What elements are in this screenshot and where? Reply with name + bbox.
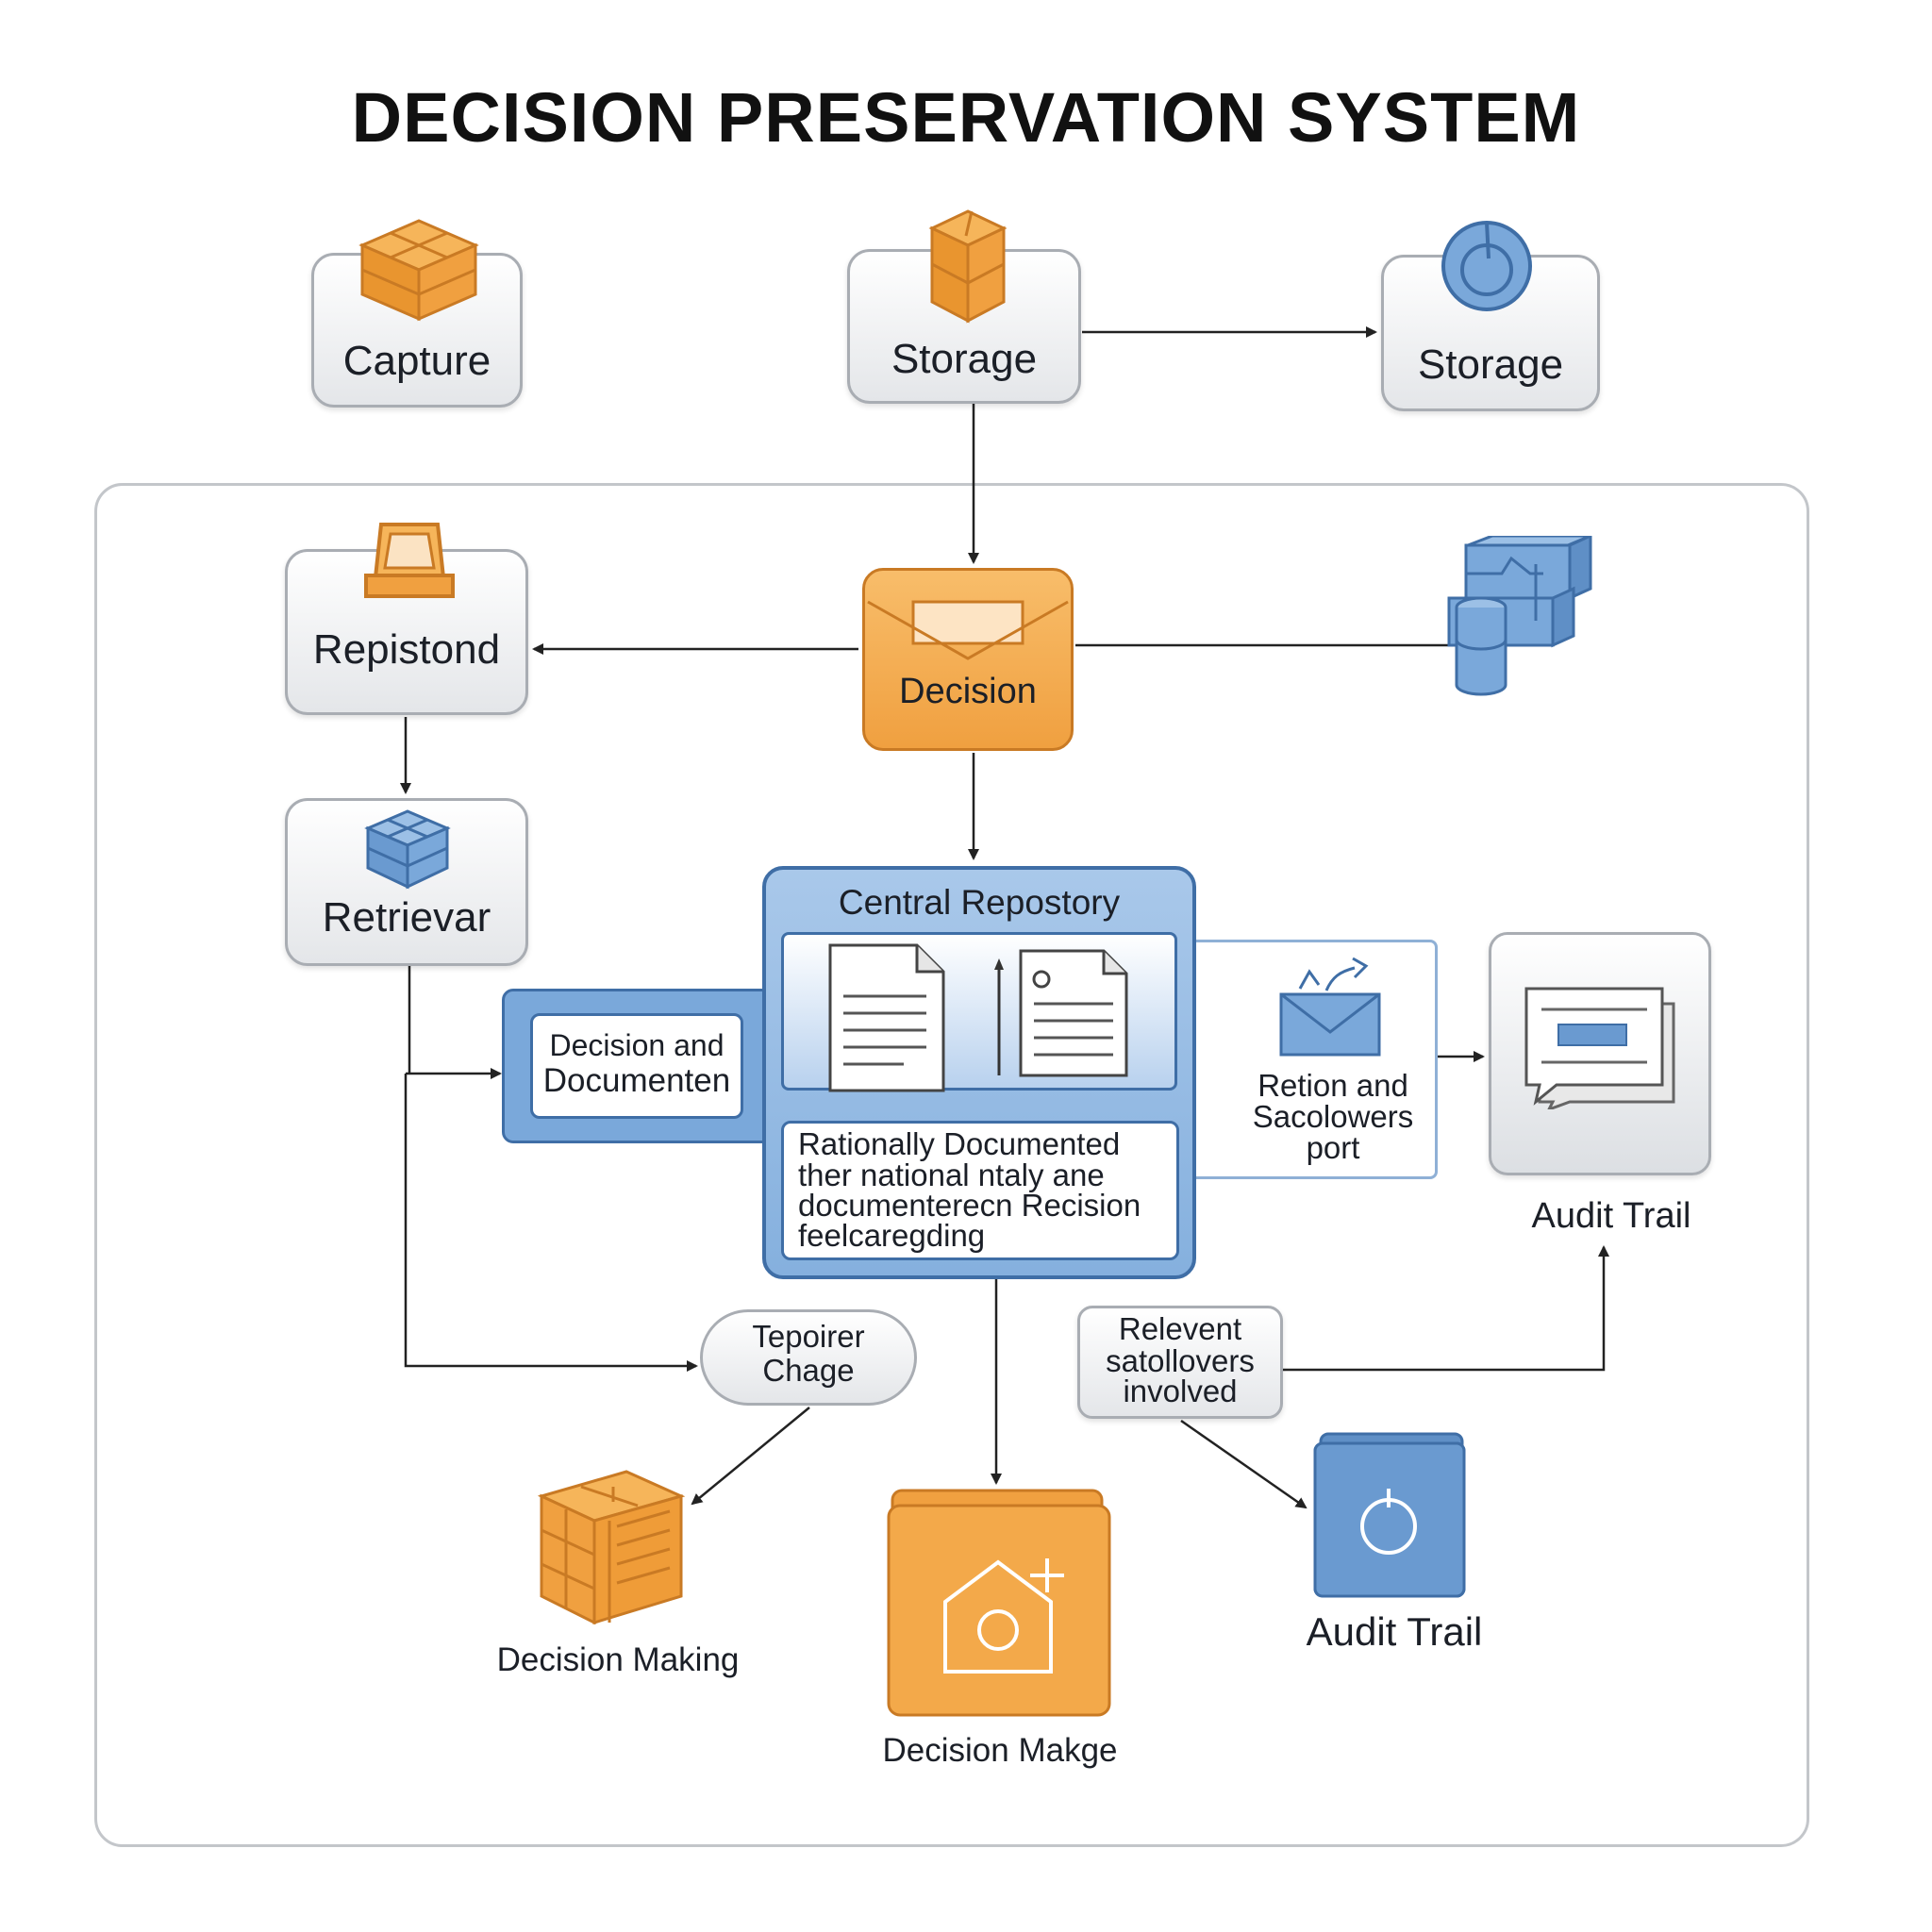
server-stack-icon <box>1447 536 1592 696</box>
rationale-line3: documenterecn Recision <box>798 1188 1141 1223</box>
retrievar-label: Retrievar <box>322 894 491 941</box>
relevent-node[interactable] <box>1077 1306 1283 1419</box>
rationale-box <box>781 1121 1179 1260</box>
tray-icon <box>364 523 455 598</box>
document-icon <box>828 943 945 1092</box>
retion-line2: Sacolowers <box>1252 1099 1414 1134</box>
decision-documenten-box <box>530 1013 743 1119</box>
decision-documenten-line1: Decision and <box>549 1028 724 1062</box>
rationale-line2: ther national ntaly ane <box>798 1158 1105 1192</box>
tepoirer-node[interactable] <box>700 1309 917 1406</box>
relevent-line1: Relevent <box>1118 1311 1242 1346</box>
decision-making-label: Decision Making <box>496 1641 740 1678</box>
globe-icon <box>1441 221 1532 311</box>
capture-label: Capture <box>342 338 491 384</box>
decision-documenten-line2: Documenten <box>542 1062 731 1099</box>
tepoirer-line1: Tepoirer <box>752 1319 865 1354</box>
arrow-relevent-to-audit-bottom <box>1180 1419 1307 1509</box>
power-book-icon <box>1313 1432 1466 1598</box>
brick-cube-icon <box>358 219 479 322</box>
house-folder-icon <box>887 1489 1111 1717</box>
storage-center-label: Storage <box>891 336 1038 382</box>
audit-trail-bottom-label: Audit Trail <box>1306 1609 1483 1654</box>
storage-right-label: Storage <box>1417 341 1564 388</box>
retion-line1: Retion and <box>1257 1068 1408 1103</box>
blue-cube-icon <box>364 809 451 890</box>
arrow-to-tepoirer <box>404 1074 698 1372</box>
central-repository-title: Central Repostory <box>838 883 1121 922</box>
document-icon <box>1019 949 1128 1077</box>
diagram-title: DECISION PRESERVATION SYSTEM <box>351 78 1581 157</box>
decision-label: Decision <box>899 672 1037 711</box>
box-icon <box>928 209 1008 324</box>
retion-line3: port <box>1306 1130 1360 1165</box>
relevent-line3: involved <box>1123 1374 1238 1408</box>
arrow-relevent-to-audit-top <box>1283 1245 1609 1372</box>
audit-trail-top-label: Audit Trail <box>1531 1196 1691 1236</box>
relevent-line2: satollovers <box>1106 1343 1255 1378</box>
envelope-icon <box>867 600 1069 660</box>
tepoirer-line2: Chage <box>762 1353 855 1388</box>
decision-makge-label: Decision Makge <box>882 1732 1118 1769</box>
divider-arrow-icon <box>994 958 1004 1075</box>
orange-crate-icon <box>538 1470 685 1624</box>
arrow-tepoirer-to-making <box>691 1407 810 1506</box>
chat-window-icon <box>1524 987 1675 1109</box>
rationale-line4: feelcaregding <box>798 1218 986 1253</box>
rationale-line1: Rationally Documented <box>798 1126 1121 1161</box>
retion-panel[interactable] <box>1196 940 1438 1179</box>
mail-upload-icon <box>1279 957 1381 1057</box>
system-container <box>94 483 1809 1847</box>
repistond-label: Repistond <box>312 626 501 673</box>
